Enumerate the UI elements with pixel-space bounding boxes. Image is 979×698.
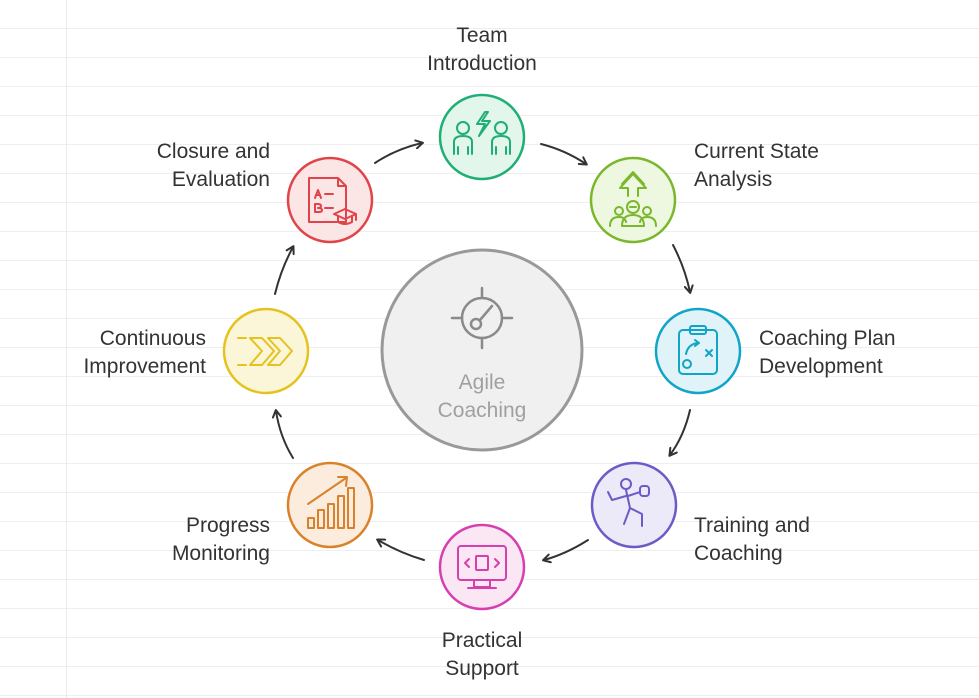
step-label-line1: Training and [694, 514, 810, 537]
boxing-trainer-icon [607, 478, 650, 527]
step-label-line1: Coaching Plan [759, 327, 896, 350]
step-label-training-and-coaching: Training and Coaching [694, 512, 810, 568]
center-label-line1: Agile [459, 371, 506, 394]
cycle-arrows [271, 139, 694, 564]
step-node-continuous-improvement [222, 307, 310, 395]
arrow-7-to-8 [274, 245, 295, 295]
step-label-practical-support: Practical Support [409, 627, 555, 683]
people-exchange-icon [453, 111, 511, 155]
arrow-8-to-1 [374, 139, 424, 164]
clipboard-strategy-icon [678, 325, 718, 375]
step-label-line1: Progress [185, 514, 270, 537]
step-node-practical-support [438, 523, 526, 611]
code-monitor-icon [457, 545, 507, 589]
arrow-2-to-3 [672, 244, 694, 294]
step-label-line1: Team [456, 24, 508, 47]
step-label-line2: Monitoring [171, 542, 270, 565]
bar-chart-growth-icon [307, 476, 355, 529]
step-label-line2: Support [445, 657, 519, 680]
step-label-line2: Analysis [694, 168, 773, 191]
step-node-closure-and-evaluation [286, 156, 374, 244]
step-label-line1: Continuous [99, 327, 206, 350]
step-node-progress-monitoring [286, 461, 374, 549]
step-label-current-state-analysis: Current State Analysis [694, 138, 819, 194]
arrow-4-to-5 [542, 539, 589, 564]
target-key-icon [450, 286, 514, 350]
step-node-coaching-plan-development [654, 307, 742, 395]
double-chevron-icon [237, 337, 293, 366]
center-label-line2: Coaching [438, 399, 527, 422]
step-node-current-state-analysis [589, 156, 677, 244]
step-node-team-introduction [438, 93, 526, 181]
arrow-3-to-4 [668, 409, 691, 457]
step-label-line2: Evaluation [171, 168, 270, 191]
step-label-line2: Improvement [83, 355, 206, 378]
step-label-line2: Coaching [694, 542, 783, 565]
group-growth-icon [609, 171, 657, 227]
step-label-progress-monitoring: Progress Monitoring [90, 512, 270, 568]
step-label-line2: Development [759, 355, 883, 378]
arrow-1-to-2 [540, 143, 588, 166]
step-label-line2: Introduction [427, 52, 537, 75]
center-node: Agile Coaching [380, 248, 584, 452]
step-label-continuous-improvement: Continuous Improvement [26, 325, 206, 381]
arrow-6-to-7 [271, 409, 294, 459]
step-label-team-introduction: Team Introduction [412, 22, 552, 78]
arrow-5-to-6 [376, 538, 425, 561]
step-node-training-and-coaching [590, 461, 678, 549]
step-label-line1: Current State [694, 140, 819, 163]
step-label-line1: Practical [441, 629, 523, 652]
step-label-line1: Closure and [156, 140, 270, 163]
step-label-closure-and-evaluation: Closure and Evaluation [90, 138, 270, 194]
step-label-coaching-plan-development: Coaching Plan Development [759, 325, 896, 381]
graded-test-icon [308, 177, 357, 225]
